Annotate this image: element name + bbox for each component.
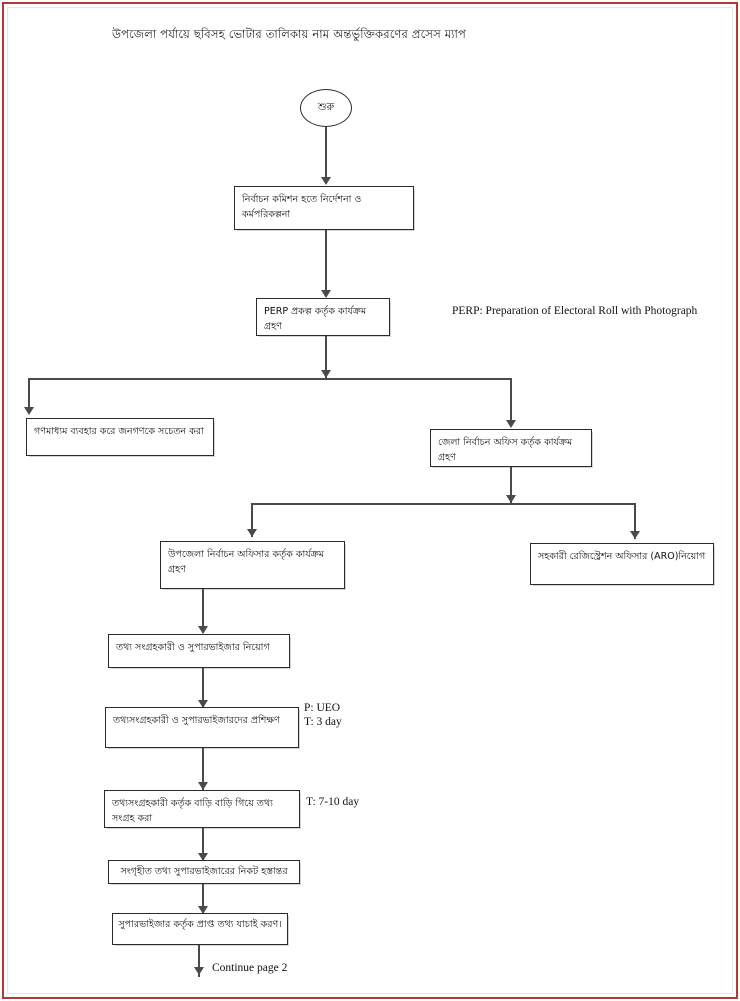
connector-split-bar-2 bbox=[251, 503, 636, 505]
flow-node-training[interactable]: তথ্যসংগ্রহকারী ও সুপারভাইজারদের প্রশিক্ষ… bbox=[105, 707, 299, 748]
arrowhead-perp-split bbox=[321, 370, 331, 378]
connector-collect-to-handover bbox=[202, 828, 204, 862]
connector-split-bar-1 bbox=[28, 378, 512, 380]
annotation-training-time: T: 3 day bbox=[304, 716, 342, 728]
flow-node-district-office[interactable]: জেলা নির্বাচন অফিস কর্তৃক কার্যক্রম গ্রহ… bbox=[430, 429, 592, 467]
flow-node-upazila-officer[interactable]: উপজেলা নির্বাচন অফিসার কর্তৃক কার্যক্রম … bbox=[160, 541, 345, 589]
arrowhead-start-to-ec bbox=[321, 177, 331, 185]
flow-node-upazila-officer-label: উপজেলা নির্বাচন অফিসার কর্তৃক কার্যক্রম … bbox=[168, 549, 324, 575]
annotation-collect-time: T: 7-10 day bbox=[306, 796, 360, 808]
connector-split2-left-drop bbox=[251, 503, 253, 537]
flow-node-training-label: তথ্যসংগ্রহকারী ও সুপারভাইজারদের প্রশিক্ষ… bbox=[113, 715, 280, 726]
arrowhead-district bbox=[506, 420, 516, 428]
flow-node-perp-project-label: PERP প্রকল্প কর্তৃক কার্যক্রম গ্রহণ bbox=[264, 306, 367, 332]
connector-start-to-ec bbox=[325, 127, 327, 181]
flow-node-ec-directive[interactable]: নির্বাচন কমিশন হতে নির্দেশনা ও কর্মপরিকল… bbox=[234, 186, 414, 230]
arrowhead-upazila bbox=[247, 529, 257, 537]
arrowhead-training bbox=[198, 700, 208, 708]
flow-node-handover[interactable]: সংগৃহীত তথ্য সুপারভাইজারের নিকট হস্তান্ত… bbox=[108, 860, 300, 884]
flow-node-district-office-label: জেলা নির্বাচন অফিস কর্তৃক কার্যক্রম গ্রহ… bbox=[438, 437, 573, 463]
arrowhead-verify bbox=[198, 906, 208, 914]
arrowhead-collect bbox=[198, 782, 208, 790]
flow-node-door-to-door[interactable]: তথ্যসংগ্রহকারী কর্তৃক বাড়ি বাড়ি গিয়ে … bbox=[104, 790, 300, 828]
flow-node-start[interactable]: শুরু bbox=[300, 89, 352, 127]
connector-training-to-collect bbox=[202, 748, 204, 790]
connector-ec-to-perp bbox=[325, 230, 327, 294]
arrowhead-media bbox=[24, 407, 34, 415]
flow-node-aro-appointment-label: সহকারী রেজিস্ট্রেশন অফিসার (ARO)নিয়োগ bbox=[538, 551, 706, 562]
connector-split-right-drop bbox=[510, 378, 512, 426]
arrowhead-split2 bbox=[506, 495, 516, 503]
flow-node-enumerator-hiring[interactable]: তথ্য সংগ্রহকারী ও সুপারভাইজার নিয়োগ bbox=[108, 634, 290, 668]
connector-upazila-to-hiring bbox=[202, 589, 204, 633]
perp-legend-text: PERP: Preparation of Electoral Roll with… bbox=[452, 305, 698, 317]
flow-node-aro-appointment[interactable]: সহকারী রেজিস্ট্রেশন অফিসার (ARO)নিয়োগ bbox=[530, 543, 714, 585]
arrowhead-hiring bbox=[198, 626, 208, 634]
flow-node-media-awareness[interactable]: গণমাধ্যম ব্যবহার করে জনগণকে সচেতন করা bbox=[26, 418, 214, 456]
connector-handover-to-verify bbox=[202, 884, 204, 914]
arrowhead-continue bbox=[194, 967, 204, 975]
connector-split2-right-drop bbox=[634, 503, 636, 539]
connector-split-left-drop bbox=[28, 378, 30, 412]
flow-node-media-awareness-label: গণমাধ্যম ব্যবহার করে জনগণকে সচেতন করা bbox=[34, 426, 204, 437]
flow-node-handover-label: সংগৃহীত তথ্য সুপারভাইজারের নিকট হস্তান্ত… bbox=[120, 866, 288, 877]
flow-node-verification[interactable]: সুপারভাইজার কর্তৃক প্রাপ্ত তথ্য যাচাই কর… bbox=[112, 913, 288, 945]
flow-node-verification-label: সুপারভাইজার কর্তৃক প্রাপ্ত তথ্য যাচাই কর… bbox=[118, 919, 282, 930]
connector-district-to-split2 bbox=[510, 467, 512, 503]
flow-node-ec-directive-label: নির্বাচন কমিশন হতে নির্দেশনা ও কর্মপরিকল… bbox=[242, 194, 362, 220]
flow-node-door-to-door-label: তথ্যসংগ্রহকারী কর্তৃক বাড়ি বাড়ি গিয়ে … bbox=[112, 798, 273, 824]
flow-node-perp-project[interactable]: PERP প্রকল্প কর্তৃক কার্যক্রম গ্রহণ bbox=[256, 298, 390, 336]
arrowhead-aro bbox=[630, 531, 640, 539]
continuation-label: Continue page 2 bbox=[212, 962, 288, 974]
connector-perp-to-split bbox=[325, 336, 327, 378]
connector-hiring-to-training bbox=[202, 668, 204, 708]
annotation-training-person: P: UEO bbox=[304, 702, 341, 714]
arrowhead-ec-to-perp bbox=[321, 290, 331, 298]
flow-node-start-label: শুরু bbox=[317, 101, 335, 113]
flow-node-enumerator-hiring-label: তথ্য সংগ্রহকারী ও সুপারভাইজার নিয়োগ bbox=[116, 642, 270, 653]
connector-verify-to-continue bbox=[198, 945, 200, 977]
arrowhead-handover bbox=[198, 853, 208, 861]
page-title: উপজেলা পর্যায়ে ছবিসহ ভোটার তালিকায় নাম… bbox=[112, 27, 466, 41]
